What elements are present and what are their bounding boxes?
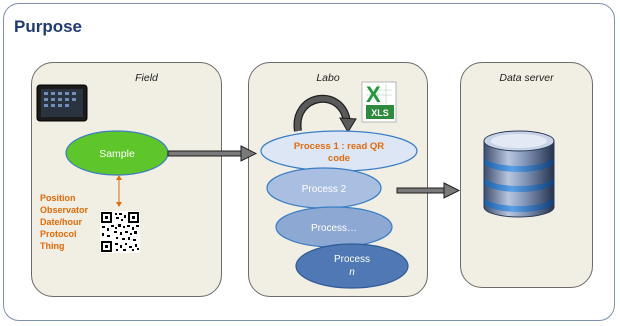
process-3-node: Process… (275, 206, 393, 248)
metadata-item: Observator (40, 205, 89, 215)
tablet-icon (36, 84, 88, 122)
link-sample-qr (116, 175, 122, 207)
process-1-node: Process 1 : read QR code (260, 130, 418, 172)
field-panel-title: Field (135, 72, 158, 84)
arrow-field-to-labo (167, 145, 258, 162)
process-1-label-line2: code (328, 153, 350, 164)
metadata-item: Protocol (40, 229, 77, 239)
metadata-item: Date/hour (40, 217, 83, 227)
diagram-canvas: Sample (36, 81, 555, 289)
excel-xls-icon: X XLS (361, 81, 397, 123)
process-n-label-line2: n (349, 267, 355, 278)
data-server-panel-title: Data server (499, 72, 554, 84)
process-2-node: Process 2 (266, 167, 382, 209)
page-title: Purpose (14, 17, 83, 36)
labo-panel-title: Labo (316, 72, 340, 84)
process-3-label: Process… (311, 223, 357, 234)
metadata-item: Position (40, 193, 76, 203)
svg-text:X: X (366, 82, 381, 107)
process-1-label-line1: Process 1 : read QR (294, 141, 384, 152)
xls-badge: XLS (371, 108, 389, 118)
loop-arrow-icon (293, 94, 357, 133)
sample-label: Sample (99, 148, 135, 160)
qr-code-icon (100, 211, 140, 253)
process-2-label: Process 2 (302, 184, 347, 195)
database-icon (483, 130, 555, 218)
purpose-slide: Purpose Field Labo Data server Position … (3, 3, 615, 321)
sample-metadata-list: Position Observator Date/hour Protocol T… (40, 192, 88, 252)
process-n-label-line1: Process (334, 254, 370, 265)
arrow-labo-to-data-server (396, 182, 461, 199)
sample-node: Sample (65, 130, 169, 176)
process-n-node: Process n (295, 243, 409, 289)
metadata-item: Thing (40, 241, 65, 251)
